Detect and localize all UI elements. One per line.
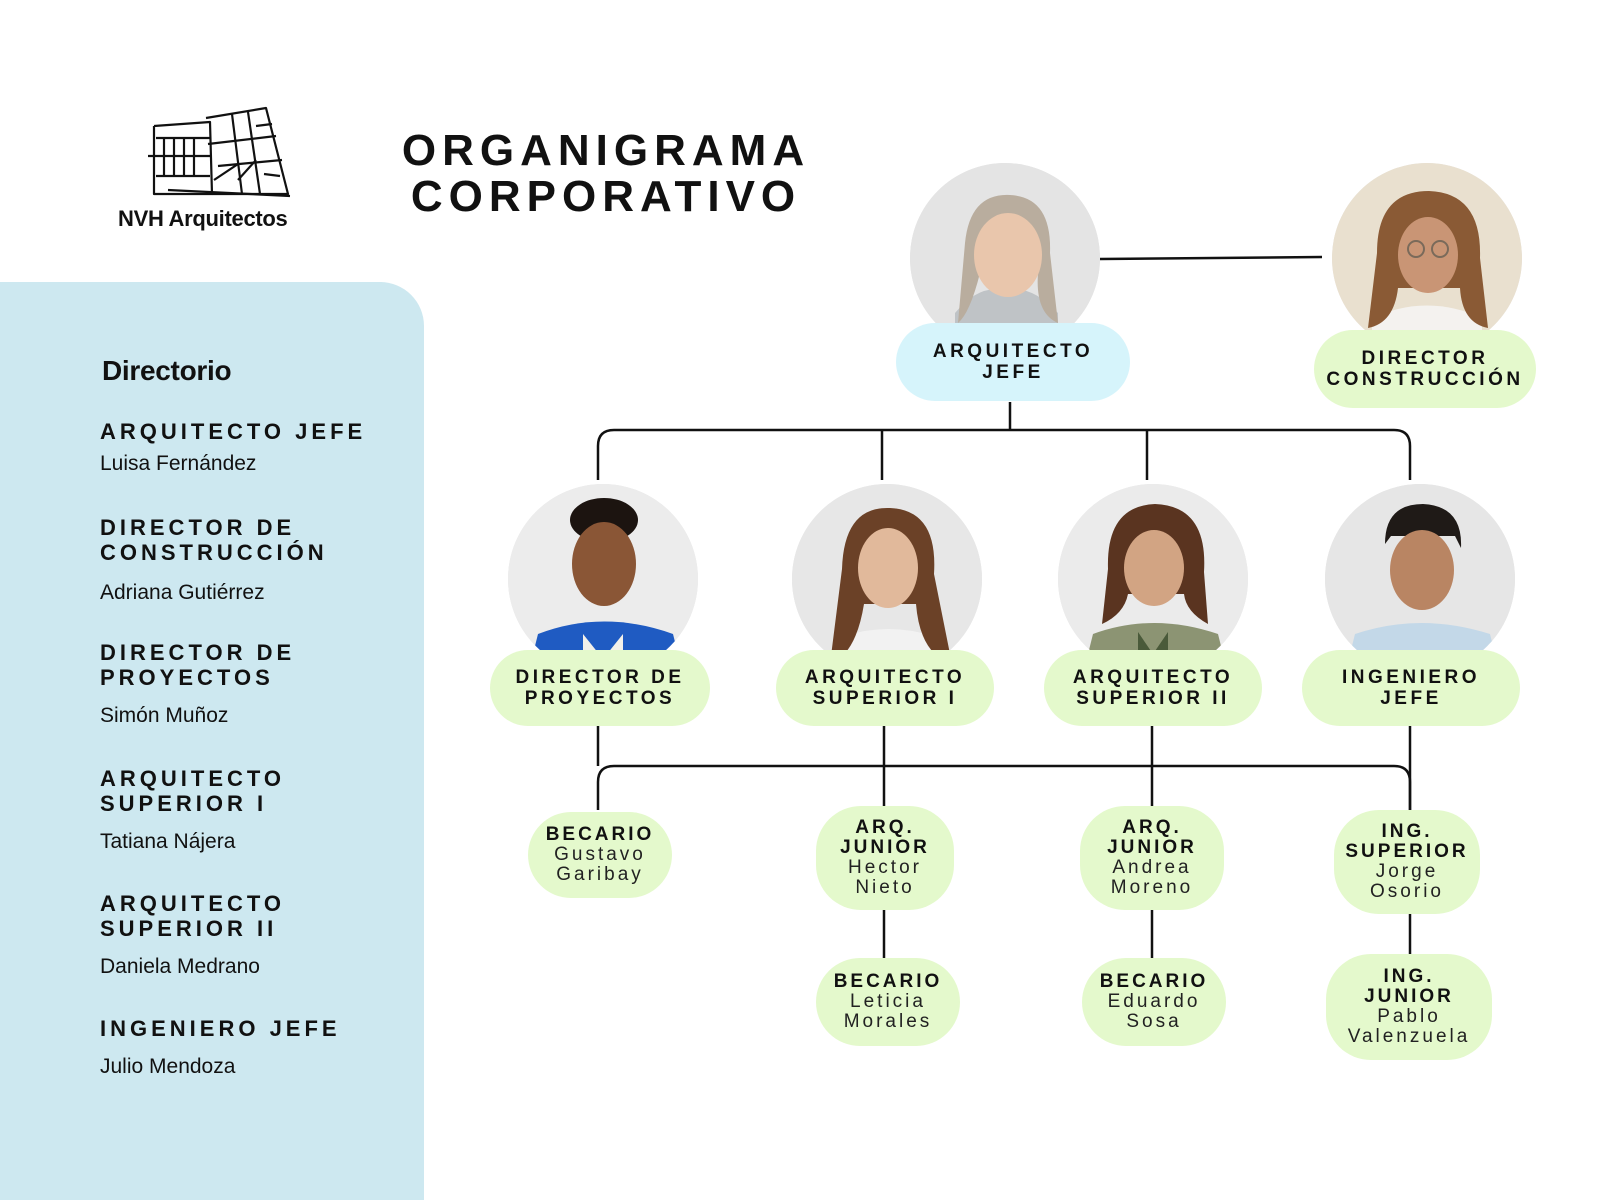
page-title: ORGANIGRAMA CORPORATIVO xyxy=(396,128,816,220)
node-label: ARQUITECTO SUPERIOR I xyxy=(804,667,966,709)
node-arq-junior-hector: ARQ. JUNIOR Hector Nieto xyxy=(816,806,954,910)
company-name: NVH Arquitectos xyxy=(118,206,288,231)
directory-role: ARQUITECTO JEFE xyxy=(100,419,367,444)
node-person: Eduardo Sosa xyxy=(1107,991,1201,1032)
directory-entry: ARQUITECTO SUPERIOR II Daniela Medrano xyxy=(100,891,310,979)
node-becario-leticia: BECARIO Leticia Morales xyxy=(816,958,960,1046)
portrait-woman-curly-glasses xyxy=(1332,163,1522,353)
directory-entry: DIRECTOR DE PROYECTOS Simón Muñoz xyxy=(100,640,330,728)
node-arq-junior-andrea: ARQ. JUNIOR Andrea Moreno xyxy=(1080,806,1224,910)
node-person: Pablo Valenzuela xyxy=(1347,1006,1471,1047)
node-label: DIRECTOR CONSTRUCCIÓN xyxy=(1326,348,1524,390)
directory-role: DIRECTOR DE PROYECTOS xyxy=(100,640,296,690)
title-line-2: CORPORATIVO xyxy=(410,172,802,221)
directory-entry: ARQUITECTO SUPERIOR I Tatiana Nájera xyxy=(100,766,310,854)
portrait-man-light-shirt xyxy=(1325,484,1515,674)
node-label: DIRECTOR DE PROYECTOS xyxy=(515,667,685,709)
node-person: Jorge Osorio xyxy=(1370,861,1444,902)
directory-title: Directorio xyxy=(102,355,232,386)
node-arquitecto-superior-2: ARQUITECTO SUPERIOR II xyxy=(1044,650,1262,726)
company-logo: NVH Arquitectos xyxy=(118,104,318,234)
node-label: INGENIERO JEFE xyxy=(1341,667,1481,709)
directory-role: ARQUITECTO SUPERIOR II xyxy=(100,891,286,941)
node-arquitecto-superior-1: ARQUITECTO SUPERIOR I xyxy=(776,650,994,726)
node-role: ARQ. JUNIOR xyxy=(1107,817,1197,858)
directory-person: Tatiana Nájera xyxy=(100,830,236,853)
node-becario-eduardo: BECARIO Eduardo Sosa xyxy=(1082,958,1226,1046)
node-person: Gustavo Garibay xyxy=(554,844,646,885)
node-person: Andrea Moreno xyxy=(1110,857,1194,898)
node-arquitecto-jefe: ARQUITECTO JEFE xyxy=(896,323,1130,401)
portrait-woman-long-hair xyxy=(792,484,982,674)
portrait-man-blue-jacket xyxy=(508,484,698,674)
directory-person: Julio Mendoza xyxy=(100,1055,236,1078)
node-role: BECARIO xyxy=(1099,971,1209,992)
directory-role: ARQUITECTO SUPERIOR I xyxy=(100,766,286,816)
node-ing-superior-jorge: ING. SUPERIOR Jorge Osorio xyxy=(1334,810,1480,914)
node-label: ARQUITECTO JEFE xyxy=(932,341,1094,383)
building-plan-icon xyxy=(148,106,291,198)
directory-role: INGENIERO JEFE xyxy=(100,1016,341,1041)
title-line-1: ORGANIGRAMA xyxy=(401,126,811,175)
node-person: Hector Nieto xyxy=(848,857,922,898)
node-role: ING. SUPERIOR xyxy=(1345,821,1469,862)
directory-entry: INGENIERO JEFE Julio Mendoza xyxy=(100,1016,420,1079)
node-director-proyectos: DIRECTOR DE PROYECTOS xyxy=(490,650,710,726)
connector-branch xyxy=(596,428,1412,480)
node-role: ING. JUNIOR xyxy=(1364,966,1454,1007)
directory-entry: DIRECTOR DE CONSTRUCCIÓN Adriana Gutiérr… xyxy=(100,515,360,605)
node-person: Leticia Morales xyxy=(843,991,933,1032)
connector-top xyxy=(1099,255,1323,261)
portrait-woman-olive-blazer xyxy=(1058,484,1248,674)
node-ing-junior-pablo: ING. JUNIOR Pablo Valenzuela xyxy=(1326,954,1492,1060)
node-role: ARQ. JUNIOR xyxy=(840,817,930,858)
directory-person: Daniela Medrano xyxy=(100,955,260,978)
node-director-construccion: DIRECTOR CONSTRUCCIÓN xyxy=(1314,330,1536,408)
directory-entry: ARQUITECTO JEFE Luisa Fernández xyxy=(100,419,420,476)
node-label: ARQUITECTO SUPERIOR II xyxy=(1072,667,1234,709)
connector-branch xyxy=(596,764,1412,810)
directory-person: Luisa Fernández xyxy=(100,452,257,475)
directory-panel xyxy=(0,282,424,1200)
node-role: BECARIO xyxy=(833,971,943,992)
directory-person: Adriana Gutiérrez xyxy=(100,581,265,604)
node-ingeniero-jefe: INGENIERO JEFE xyxy=(1302,650,1520,726)
directory-person: Simón Muñoz xyxy=(100,704,229,727)
node-becario-gustavo: BECARIO Gustavo Garibay xyxy=(528,812,672,898)
node-role: BECARIO xyxy=(545,824,655,845)
directory-role: DIRECTOR DE CONSTRUCCIÓN xyxy=(100,515,328,565)
